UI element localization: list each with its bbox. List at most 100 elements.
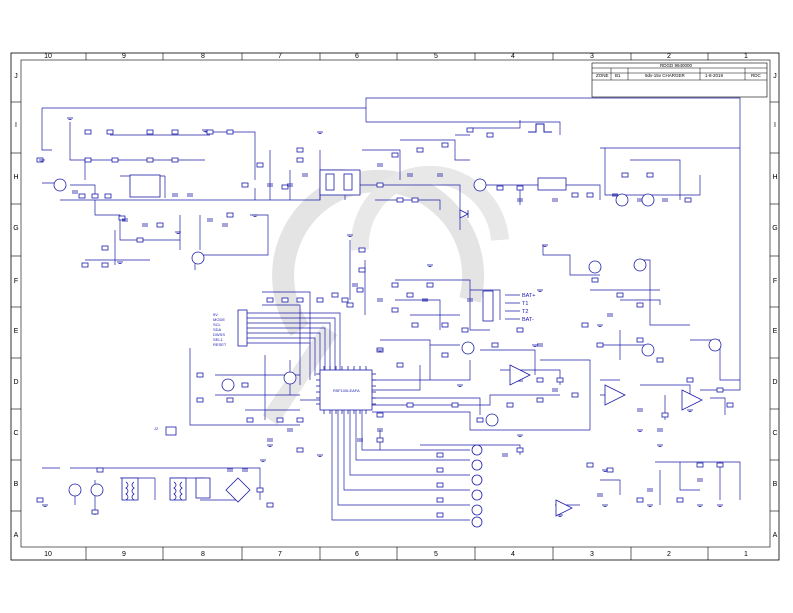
zone-col-top-label: 5 [434,53,438,60]
zone-row-right-label: H [772,174,777,181]
led [471,489,483,501]
battery-label-t1: T1 [522,301,528,307]
resistor [586,462,594,468]
resistor [661,412,669,418]
resistor [356,287,364,293]
zone-row-right-label: E [773,328,778,335]
pin-label-mode: MODE [213,317,225,322]
zone-row-left-label: D [13,379,18,386]
resistor [96,467,104,473]
resistor [171,157,179,163]
resistor [636,337,644,343]
ic-timer [537,177,567,191]
resistor [406,402,414,408]
watermark-logo [262,165,509,425]
pulse-symbol [528,123,552,133]
resistor [391,307,399,313]
resistor [441,322,449,328]
resistor [391,152,399,158]
transistor [90,483,104,497]
led [471,459,483,471]
transistor [283,371,297,385]
resistor [571,392,579,398]
title-block: RDGD 9940000 ZONE B1 9dv-15v CHARGER 1-8… [591,62,768,98]
resistor [106,129,114,135]
resistor [246,417,254,423]
led-column [471,444,483,528]
resistor [426,282,434,288]
transistor [461,341,475,355]
zone-col-bottom-label: 2 [667,551,671,558]
drawing-title: 9dv-15v CHARGER [645,73,686,78]
bridge-rectifier [225,477,251,503]
resistor [226,397,234,403]
transistor [53,178,67,192]
drawing-rev: RDC [751,73,761,78]
resistor [316,297,324,303]
resistor [78,193,86,199]
resistor [84,157,92,163]
resistor [451,402,459,408]
zone-header: ZONE [596,73,609,78]
resistor [296,157,304,163]
resistor [296,417,304,423]
pin-label-reset: RESET [213,342,227,347]
resistor [101,262,109,268]
zone-row-left-label: H [13,174,18,181]
resistor [716,462,724,468]
jumper-connector: J2 [154,426,177,436]
resistor [436,482,444,488]
zone-row-left-label: A [14,532,19,539]
zone-row-left-label: C [13,430,18,437]
drawing-number: RDGD 9940000 [660,63,693,68]
transistor [221,378,235,392]
zone-col-bottom-label: 5 [434,551,438,558]
resistor [341,297,349,303]
zone-col-bottom-label: 6 [355,551,359,558]
transistor [191,251,205,265]
resistor [146,157,154,163]
zone-row-right-label: I [774,122,776,129]
resistor [536,397,544,403]
resistor [358,267,366,273]
resistor [436,452,444,458]
resistor [591,277,599,283]
resistor [104,193,112,199]
resistor [36,497,44,503]
led [471,516,483,528]
resistor [226,212,234,218]
resistor [81,262,89,268]
zone-col-top-label: 6 [355,53,359,60]
pin-label-dwss: DWSS [213,332,225,337]
zone-row-right-label: A [773,532,778,539]
zone-row-left-label: B [14,481,19,488]
zone-col-top-label: 9 [122,53,126,60]
transistor [641,193,655,207]
resistor [406,292,414,298]
resistor [656,357,664,363]
zone-row-right-label: C [772,430,777,437]
resistor [684,197,692,203]
resistor [636,497,644,503]
resistor [111,157,119,163]
resistor [436,467,444,473]
resistor [376,412,384,418]
programming-connector: 5V MODE SCL SDA DWSS SEL1 RESET [213,309,248,347]
resistor [621,172,629,178]
resistor [586,192,594,198]
zone-row-left-label: F [14,278,18,285]
transformer-2 [169,477,187,501]
resistor [146,129,154,135]
resistor [466,127,474,133]
zone-row-right-label: J [773,73,777,80]
zone-row-left-label: G [13,225,18,232]
ic-regulator [319,169,361,196]
resistor [556,377,564,383]
zone-row-right-label: B [773,481,778,488]
resistor [346,302,354,308]
resistor [536,377,544,383]
resistor [676,497,684,503]
